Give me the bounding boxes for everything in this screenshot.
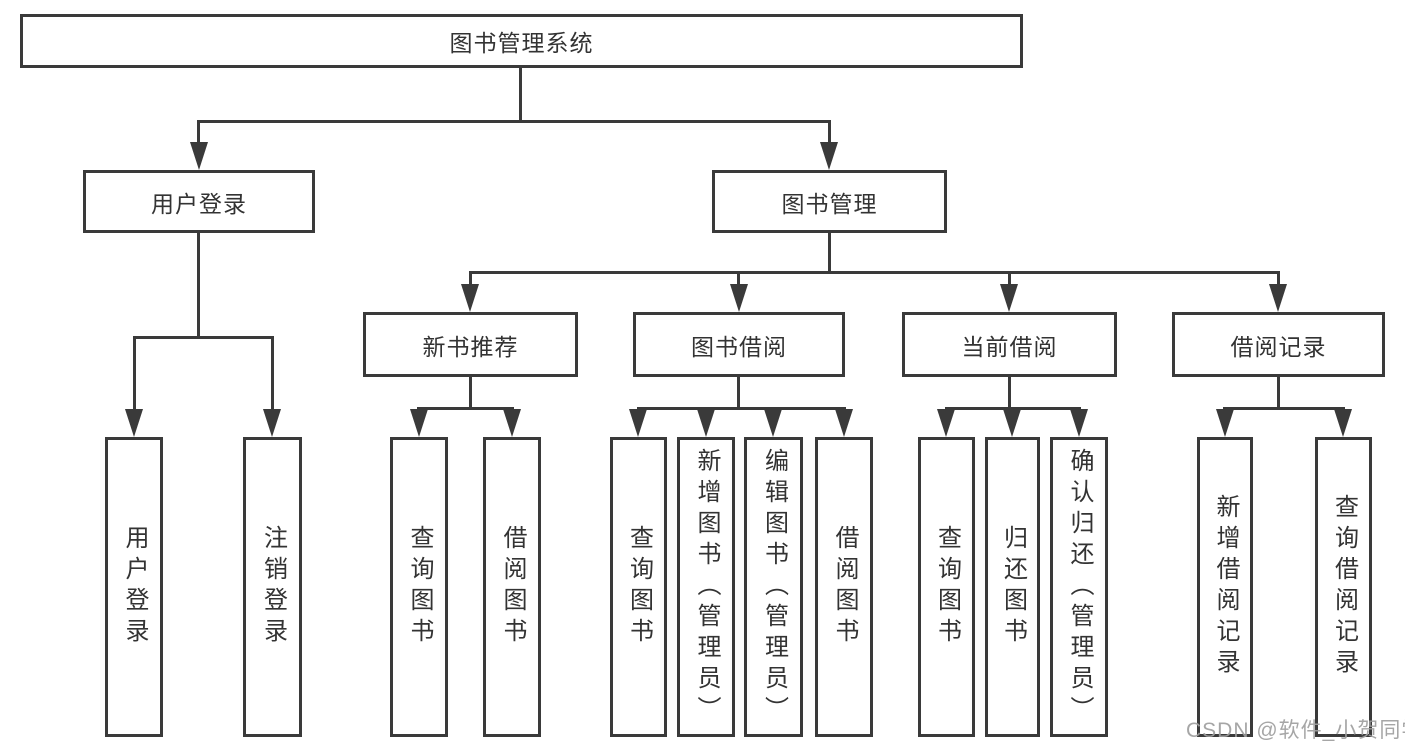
leaf-label: 编辑图书（管理员） <box>760 447 788 727</box>
leaf-return-books: 归还图书 <box>985 437 1040 737</box>
node-user-login-branch: 用户登录 <box>83 170 315 233</box>
connector-shaft-leaf <box>271 336 274 411</box>
arrowhead-leaf-icon <box>503 409 521 437</box>
leaf-add-books-admin: 新增图书（管理员） <box>677 437 735 737</box>
leaf-label: 用户登录 <box>121 525 148 649</box>
leaf-borrow-books: 借阅图书 <box>815 437 873 737</box>
leaf-query-borrow-record: 查询借阅记录 <box>1315 437 1372 737</box>
connector-shaft-leaf <box>133 336 136 411</box>
leaf-label: 新增图书（管理员） <box>693 447 720 727</box>
leaf-label: 查询图书 <box>625 525 653 649</box>
node-current-borrow: 当前借阅 <box>902 312 1117 377</box>
connector-shaft-book-mgmt <box>828 120 831 144</box>
connector-recommend-drop <box>469 377 472 410</box>
node-label: 用户登录 <box>151 190 247 217</box>
arrowhead-l3-icon <box>730 284 748 312</box>
leaf-label: 查询借阅记录 <box>1330 494 1358 680</box>
connector-bus-current <box>945 407 1081 410</box>
node-book-management-branch: 图书管理 <box>712 170 947 233</box>
connector-shaft-l3 <box>1008 271 1011 287</box>
arrowhead-user-login-icon <box>190 142 208 170</box>
arrowhead-leaf-icon <box>125 409 143 437</box>
node-root-system: 图书管理系统 <box>20 14 1023 68</box>
leaf-label: 新增借阅记录 <box>1212 494 1239 680</box>
node-root-label: 图书管理系统 <box>449 30 594 56</box>
leaf-borrow-books-recommend: 借阅图书 <box>483 437 541 737</box>
arrowhead-leaf-icon <box>1216 409 1234 437</box>
csdn-watermark: CSDN @软件_小贺同学 <box>1186 719 1405 742</box>
connector-root-drop <box>519 66 522 123</box>
arrowhead-leaf-icon <box>263 409 281 437</box>
node-label: 当前借阅 <box>961 333 1058 360</box>
leaf-confirm-return-admin: 确认归还（管理员） <box>1050 437 1108 737</box>
leaf-query-books-current: 查询图书 <box>918 437 975 737</box>
node-borrow-records: 借阅记录 <box>1172 312 1385 377</box>
node-label: 借阅记录 <box>1230 333 1327 360</box>
arrowhead-leaf-icon <box>937 409 955 437</box>
connector-records-drop <box>1277 377 1280 410</box>
connector-current-drop <box>1008 377 1011 410</box>
connector-userlogin-drop <box>197 233 200 339</box>
connector-bus-borrow <box>637 407 846 410</box>
connector-shaft-l3 <box>1277 271 1280 287</box>
arrowhead-leaf-icon <box>629 409 647 437</box>
arrowhead-l3-icon <box>1000 284 1018 312</box>
leaf-logout: 注销登录 <box>243 437 302 737</box>
arrowhead-leaf-icon <box>764 409 782 437</box>
connector-bus-level1 <box>197 120 831 123</box>
arrowhead-leaf-icon <box>1334 409 1352 437</box>
leaf-label: 归还图书 <box>999 525 1027 649</box>
node-book-borrow: 图书借阅 <box>633 312 845 377</box>
connector-bus-recommend <box>417 407 514 410</box>
leaf-label: 注销登录 <box>259 525 287 649</box>
leaf-add-borrow-record: 新增借阅记录 <box>1197 437 1253 737</box>
leaf-label: 确认归还（管理员） <box>1066 447 1093 727</box>
arrowhead-leaf-icon <box>1070 409 1088 437</box>
leaf-edit-books-admin: 编辑图书（管理员） <box>744 437 803 737</box>
leaf-label: 查询图书 <box>933 525 961 649</box>
leaf-query-books-recommend: 查询图书 <box>390 437 448 737</box>
connector-bus-userlogin <box>133 336 274 339</box>
node-label: 图书管理 <box>781 190 878 217</box>
connector-bus-level2 <box>469 271 1280 274</box>
connector-shaft-l3 <box>737 271 740 287</box>
connector-bookmgmt-drop <box>828 233 831 274</box>
arrowhead-leaf-icon <box>835 409 853 437</box>
arrowhead-book-mgmt-icon <box>820 142 838 170</box>
node-new-book-recommend: 新书推荐 <box>363 312 578 377</box>
leaf-user-login: 用户登录 <box>105 437 163 737</box>
connector-shaft-user-login <box>197 120 200 144</box>
leaf-label: 借阅图书 <box>499 525 526 649</box>
connector-bus-records <box>1223 407 1345 410</box>
leaf-label: 借阅图书 <box>831 525 858 649</box>
connector-shaft-l3 <box>469 271 472 287</box>
leaf-label: 查询图书 <box>406 525 433 649</box>
arrowhead-l3-icon <box>1269 284 1287 312</box>
node-label: 图书借阅 <box>691 333 787 360</box>
arrowhead-leaf-icon <box>697 409 715 437</box>
leaf-query-books-borrow: 查询图书 <box>610 437 667 737</box>
arrowhead-leaf-icon <box>410 409 428 437</box>
connector-borrow-drop <box>737 377 740 410</box>
arrowhead-l3-icon <box>461 284 479 312</box>
node-label: 新书推荐 <box>422 333 519 360</box>
arrowhead-leaf-icon <box>1003 409 1021 437</box>
